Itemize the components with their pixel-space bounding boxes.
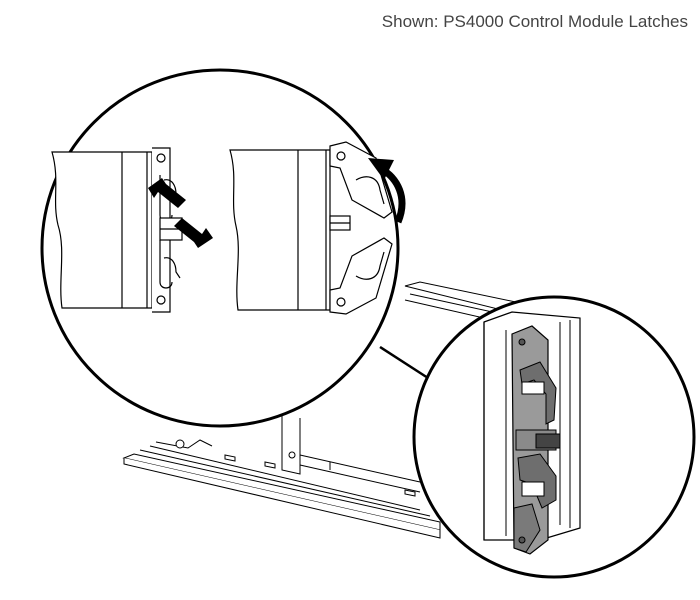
detail-view-circle: [412, 295, 696, 579]
figure-caption: Shown: PS4000 Control Module Latches: [381, 12, 688, 31]
callout-connector: [379, 345, 429, 380]
magnified-view-circle: [40, 68, 406, 428]
push-arrow-upper-icon: [148, 178, 186, 208]
chassis-rails: [122, 281, 532, 539]
module-unlatched: [229, 141, 393, 315]
module-latched: [51, 147, 183, 313]
push-arrow-lower-icon: [174, 218, 213, 248]
rotate-arrow-icon: [368, 158, 406, 224]
